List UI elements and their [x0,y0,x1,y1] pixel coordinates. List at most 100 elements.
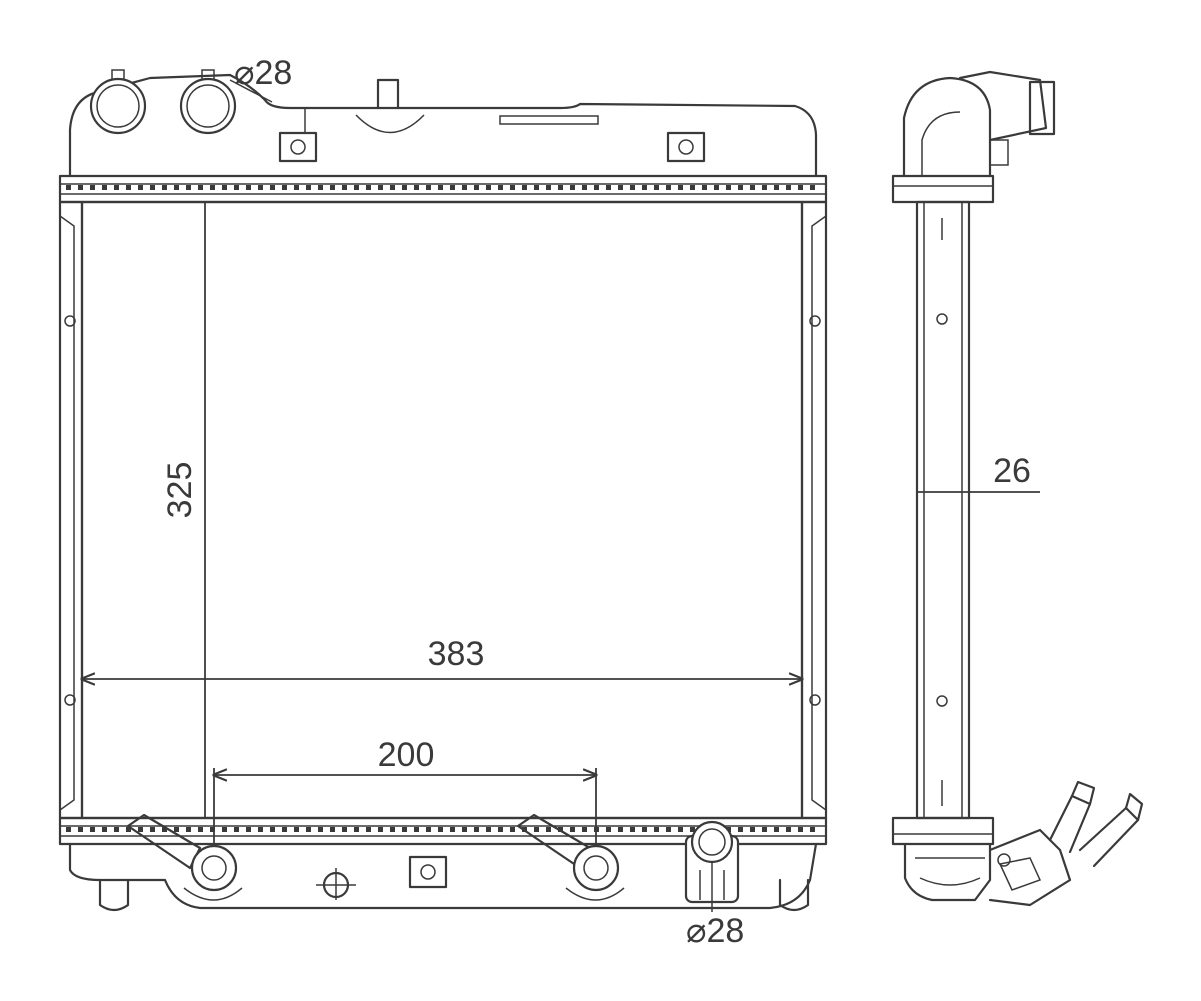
header-tooth [126,827,131,832]
bottom-tank-mount [408,855,448,889]
header-tooth [234,185,239,190]
header-tooth [426,185,431,190]
header-tooth [786,827,791,832]
header-tooth [378,185,383,190]
header-tooth [66,827,71,832]
header-tooth [258,185,263,190]
core-depth-label: 26 [993,452,1031,490]
header-tooth [582,827,587,832]
header-tooth [306,185,311,190]
header-tooth [342,185,347,190]
header-tooth [546,827,551,832]
top-tank-mount-left [278,108,318,163]
header-tooth [474,185,479,190]
header-tooth [342,827,347,832]
header-tooth [630,827,635,832]
header-tooth [330,185,335,190]
header-tooth [690,827,695,832]
header-tooth [534,827,539,832]
header-tooth [702,185,707,190]
header-tooth [66,185,71,190]
header-tooth [462,827,467,832]
header-tooth [762,827,767,832]
header-tooth [642,185,647,190]
drain-plug [316,868,356,900]
header-tooth [402,827,407,832]
header-tooth [186,827,191,832]
header-tooth [90,827,95,832]
side-top-header [891,174,995,204]
header-tooth [150,827,155,832]
header-tooth [354,185,359,190]
header-tooth [210,185,215,190]
header-tooth [78,185,83,190]
header-tooth [174,185,179,190]
header-tooth [282,827,287,832]
header-tooth [606,827,611,832]
header-tooth [798,185,803,190]
header-tooth [666,827,671,832]
header-tooth [558,185,563,190]
header-tooth [102,827,107,832]
header-tooth [486,185,491,190]
header-tooth [318,185,323,190]
header-tooth [762,185,767,190]
bottom-fitting-right [516,813,625,901]
header-tooth [198,827,203,832]
header-tooth [294,827,299,832]
header-tooth [654,185,659,190]
header-tooth [138,185,143,190]
dimension-pipe-spacing [214,768,596,846]
header-tooth [234,827,239,832]
header-tooth [114,185,119,190]
header-tooth [774,185,779,190]
header-tooth [654,827,659,832]
header-tooth [246,827,251,832]
top-inlet-pipe-right [179,69,237,135]
top-tank-mount-right [666,131,706,163]
header-tooth [774,827,779,832]
header-tooth [534,185,539,190]
header-tooth [378,827,383,832]
header-tooth [102,185,107,190]
bottom-header-plate [58,816,828,846]
header-tooth [186,185,191,190]
header-tooth [462,185,467,190]
side-bottom-header [891,816,995,846]
header-tooth [498,827,503,832]
header-tooth [690,185,695,190]
header-tooth [450,827,455,832]
header-tooth [570,185,575,190]
header-tooth [738,185,743,190]
header-tooth [282,185,287,190]
header-tooth [114,827,119,832]
pipe-spacing-label: 200 [378,736,435,774]
header-tooth [414,827,419,832]
side-view: 26 [891,70,1144,907]
header-tooth [402,185,407,190]
top-tank [68,73,818,178]
header-tooth [294,185,299,190]
top-header-plate [58,174,828,204]
header-tooth [258,827,263,832]
height-label: 325 [161,462,199,519]
header-tooth [150,185,155,190]
header-tooth [162,185,167,190]
header-tooth [642,827,647,832]
header-tooth [366,185,371,190]
header-tooth [366,827,371,832]
header-tooth [138,827,143,832]
header-tooth [630,185,635,190]
header-tooth [618,827,623,832]
header-tooth [174,827,179,832]
side-core [915,200,971,820]
header-tooth [606,185,611,190]
header-tooth [510,827,515,832]
header-tooth [474,827,479,832]
header-tooth [426,827,431,832]
header-tooth [678,827,683,832]
header-tooth [546,185,551,190]
header-tooth [222,185,227,190]
header-tooth [522,185,527,190]
